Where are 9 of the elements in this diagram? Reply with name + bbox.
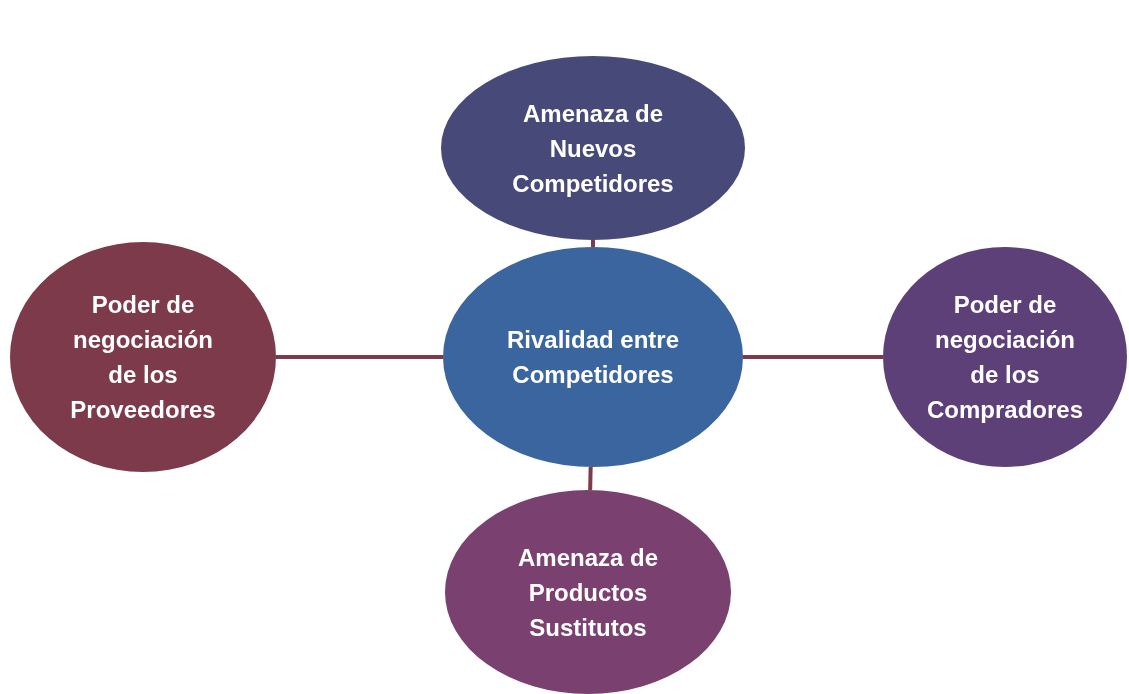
- node-label: Amenaza de Nuevos Competidores: [511, 98, 675, 199]
- node-label: Rivalidad entre Competidores: [505, 325, 681, 390]
- connector-line: [276, 355, 443, 359]
- node-label: Poder de negociación de los Proveedores: [69, 290, 217, 425]
- node-label: Poder de negociación de los Compradores: [925, 290, 1084, 425]
- connector-line: [591, 240, 595, 247]
- node-label: Amenaza de Productos Sustitutos: [516, 542, 660, 643]
- connector-line: [743, 355, 883, 359]
- connector-line: [588, 466, 593, 491]
